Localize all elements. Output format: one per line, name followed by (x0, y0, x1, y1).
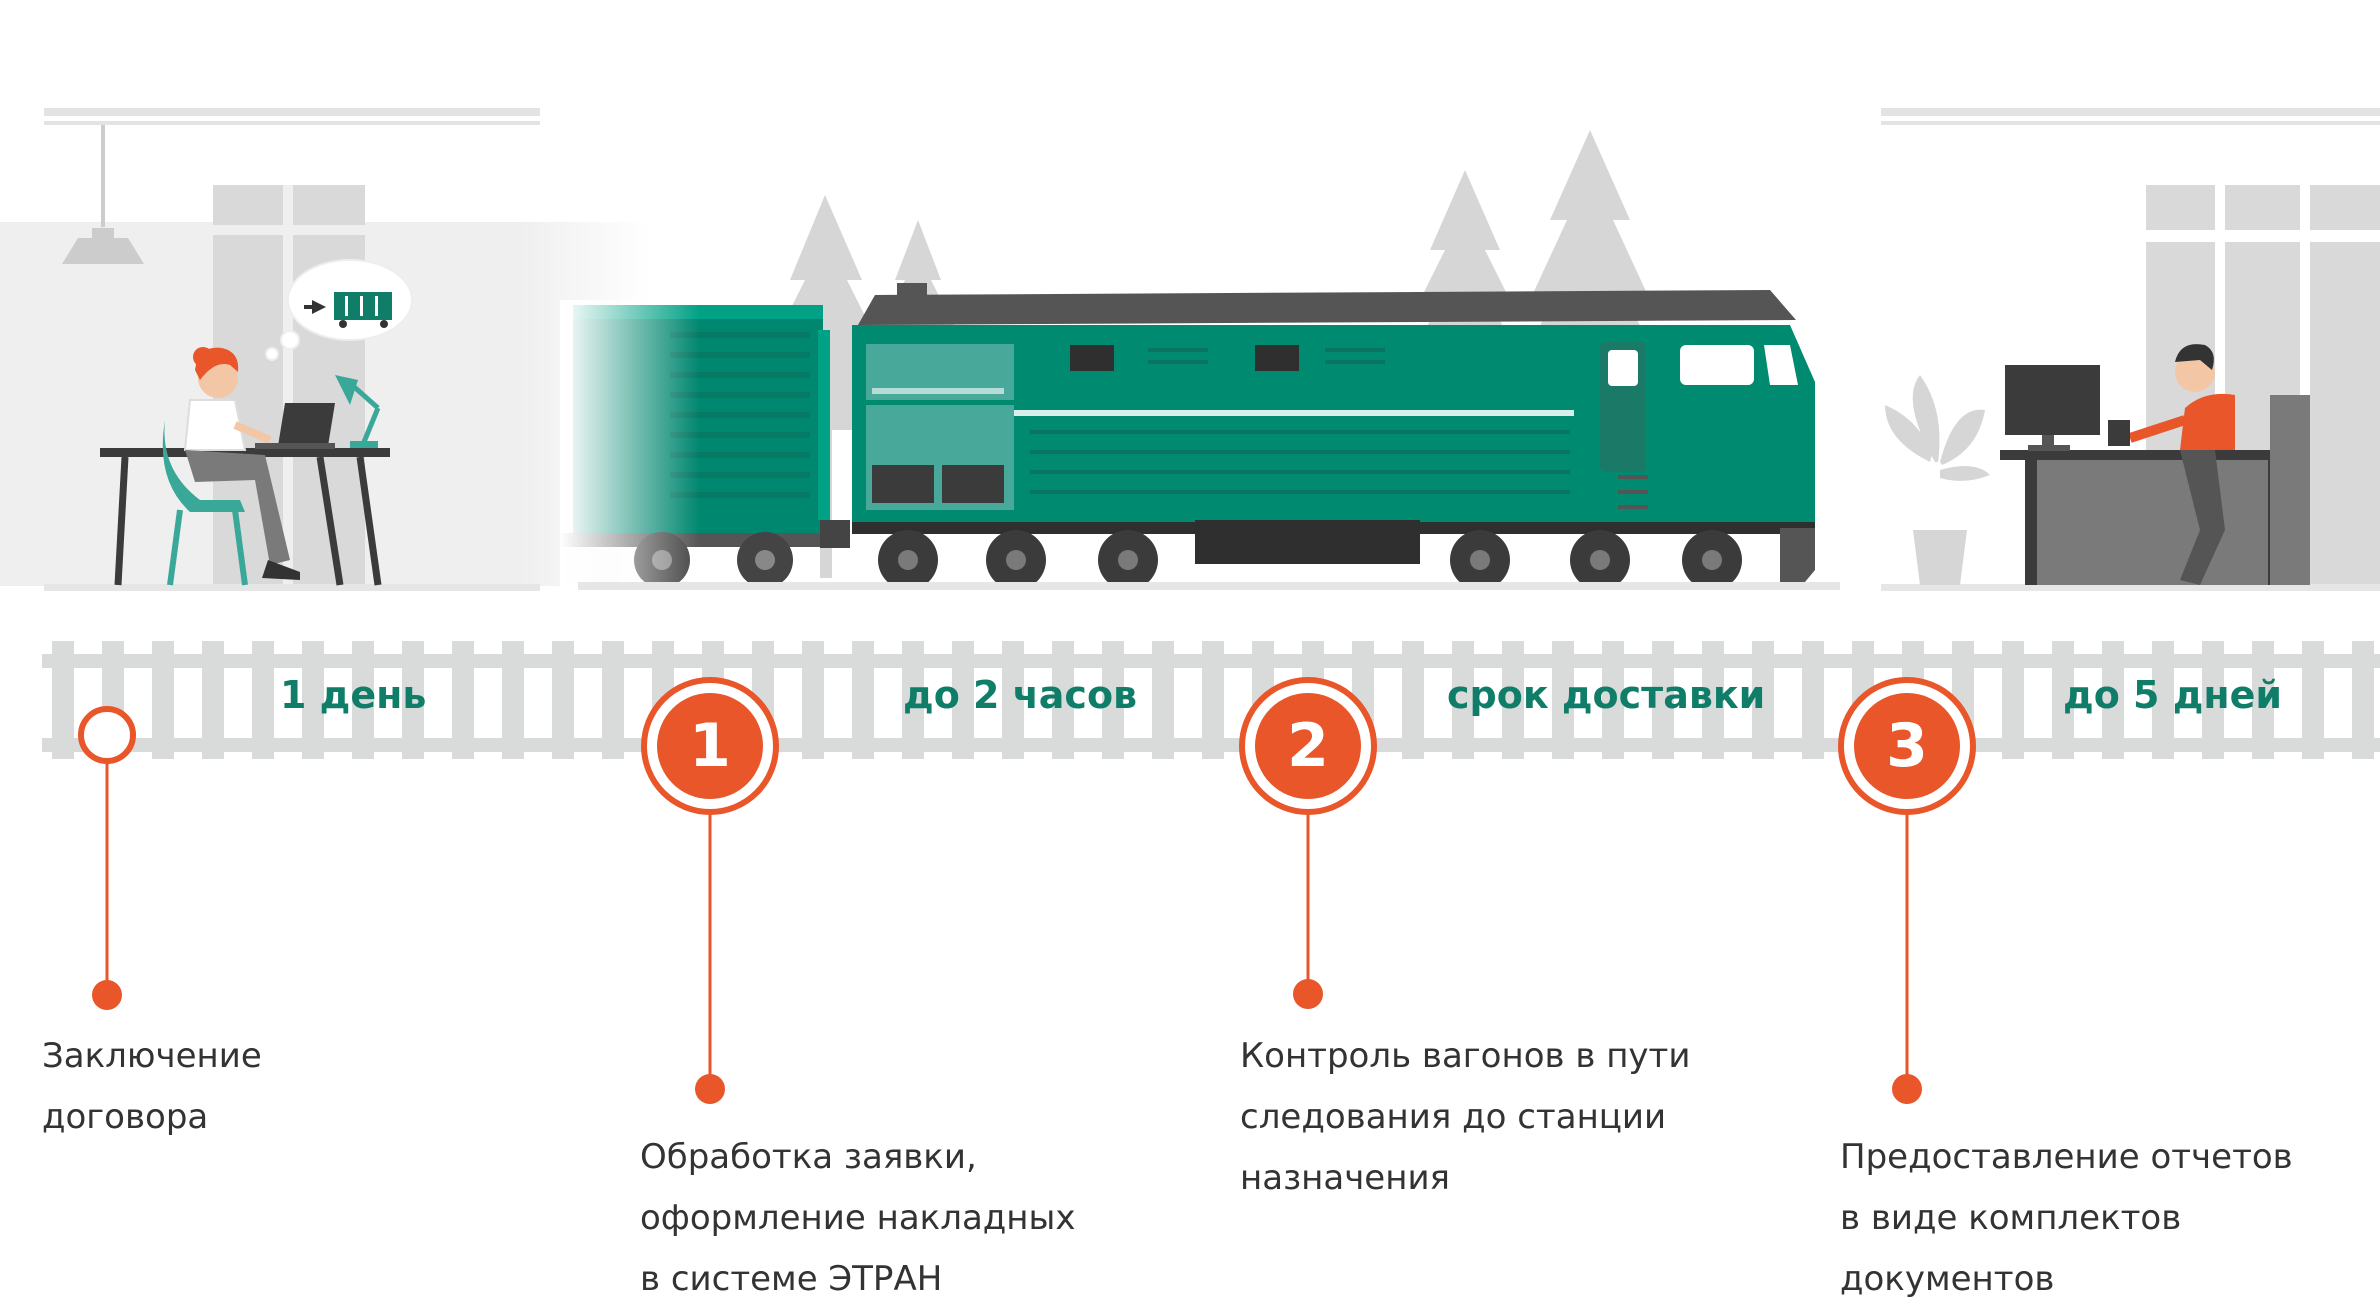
connector-dot (695, 1074, 725, 1104)
track-sleeper (352, 641, 374, 759)
track-sleeper (1202, 641, 1224, 759)
left-office (0, 108, 650, 591)
track-sleeper (552, 641, 574, 759)
track-sleeper (2352, 641, 2374, 759)
connector-dot (1293, 979, 1323, 1009)
track-sleeper (502, 641, 524, 759)
track-sleeper (1652, 641, 1674, 759)
track-rail (42, 654, 2380, 668)
monitor-icon (2005, 365, 2100, 451)
track-sleeper (152, 641, 174, 759)
woman-at-desk (100, 259, 413, 586)
track-sleeper (802, 641, 824, 759)
duration-contract: 1 день (280, 673, 427, 717)
caption-line: следования до станции (1240, 1097, 1667, 1137)
track-sleeper (2002, 641, 2024, 759)
duration-processing: до 2 часов (903, 673, 1138, 717)
duration-reports: до 5 дней (2063, 673, 2283, 717)
track-sleeper (402, 641, 424, 759)
step-number-3: 3 (1886, 711, 1928, 781)
caption-line: документов (1840, 1259, 2055, 1299)
wagon-thought-icon (265, 259, 413, 361)
caption-line: в виде комплектов (1840, 1198, 2182, 1238)
step-markers (78, 677, 1976, 1104)
step-circle-3 (1854, 693, 1960, 799)
desk-lamp-icon (335, 375, 381, 448)
track-sleeper (1702, 641, 1724, 759)
track-rail (42, 738, 2380, 752)
track-sleeper (202, 641, 224, 759)
track-sleeper (2202, 641, 2224, 759)
caption-line: Заключение (42, 1036, 262, 1076)
track-sleeper (1152, 641, 1174, 759)
track-sleeper (952, 641, 974, 759)
track-sleeper (1802, 641, 1824, 759)
track-sleeper (2302, 641, 2324, 759)
track-sleeper (2152, 641, 2174, 759)
railway-track (42, 641, 2380, 759)
track-sleeper (302, 641, 324, 759)
caption-line: в системе ЭТРАН (640, 1259, 943, 1299)
step-number-1: 1 (689, 711, 731, 781)
track-sleeper (902, 641, 924, 759)
connector-dot (92, 980, 122, 1010)
caption-line: назначения (1240, 1158, 1450, 1198)
duration-delivery: срок доставки (1447, 673, 1766, 717)
track-sleeper (1002, 641, 1024, 759)
track-sleeper (2102, 641, 2124, 759)
step-caption-3: Предоставление отчетов в виде комплектов… (1840, 1127, 2293, 1310)
track-sleeper (1402, 641, 1424, 759)
track-sleeper (1552, 641, 1574, 759)
track-sleeper (1052, 641, 1074, 759)
caption-line: Предоставление отчетов (1840, 1137, 2293, 1177)
caption-line: оформление накладных (640, 1198, 1076, 1238)
laptop-icon (255, 403, 335, 449)
track-sleeper (1452, 641, 1474, 759)
start-marker (78, 706, 136, 764)
step-caption-1: Обработка заявки, оформление накладных в… (640, 1127, 1075, 1310)
step-circle-2 (1255, 693, 1361, 799)
ceiling-lamp-icon (62, 125, 144, 264)
step-circle-1 (657, 693, 763, 799)
step-caption-contract: Заключение договора (42, 1026, 262, 1148)
caption-line: договора (42, 1097, 209, 1137)
track-sleeper (52, 641, 74, 759)
caption-line: Контроль вагонов в пути (1240, 1036, 1691, 1076)
track-sleeper (452, 641, 474, 759)
step-number-2: 2 (1287, 711, 1329, 781)
track-sleeper (1602, 641, 1624, 759)
track-sleeper (2252, 641, 2274, 759)
locomotive (578, 283, 1840, 590)
locomotive-wheels (878, 530, 1742, 590)
freight-wagon (560, 300, 850, 590)
track-sleeper (602, 641, 624, 759)
track-sleeper (252, 641, 274, 759)
man-at-desk (1885, 344, 2310, 585)
track-sleeper (852, 641, 874, 759)
step-caption-2: Контроль вагонов в пути следования до ст… (1240, 1026, 1690, 1209)
caption-line: Обработка заявки, (640, 1137, 977, 1177)
track-sleeper (2052, 641, 2074, 759)
track-sleeper (1502, 641, 1524, 759)
track-sleeper (1102, 641, 1124, 759)
connector-dot (1892, 1074, 1922, 1104)
track-sleeper (1752, 641, 1774, 759)
potted-plant-icon (1885, 375, 1990, 585)
